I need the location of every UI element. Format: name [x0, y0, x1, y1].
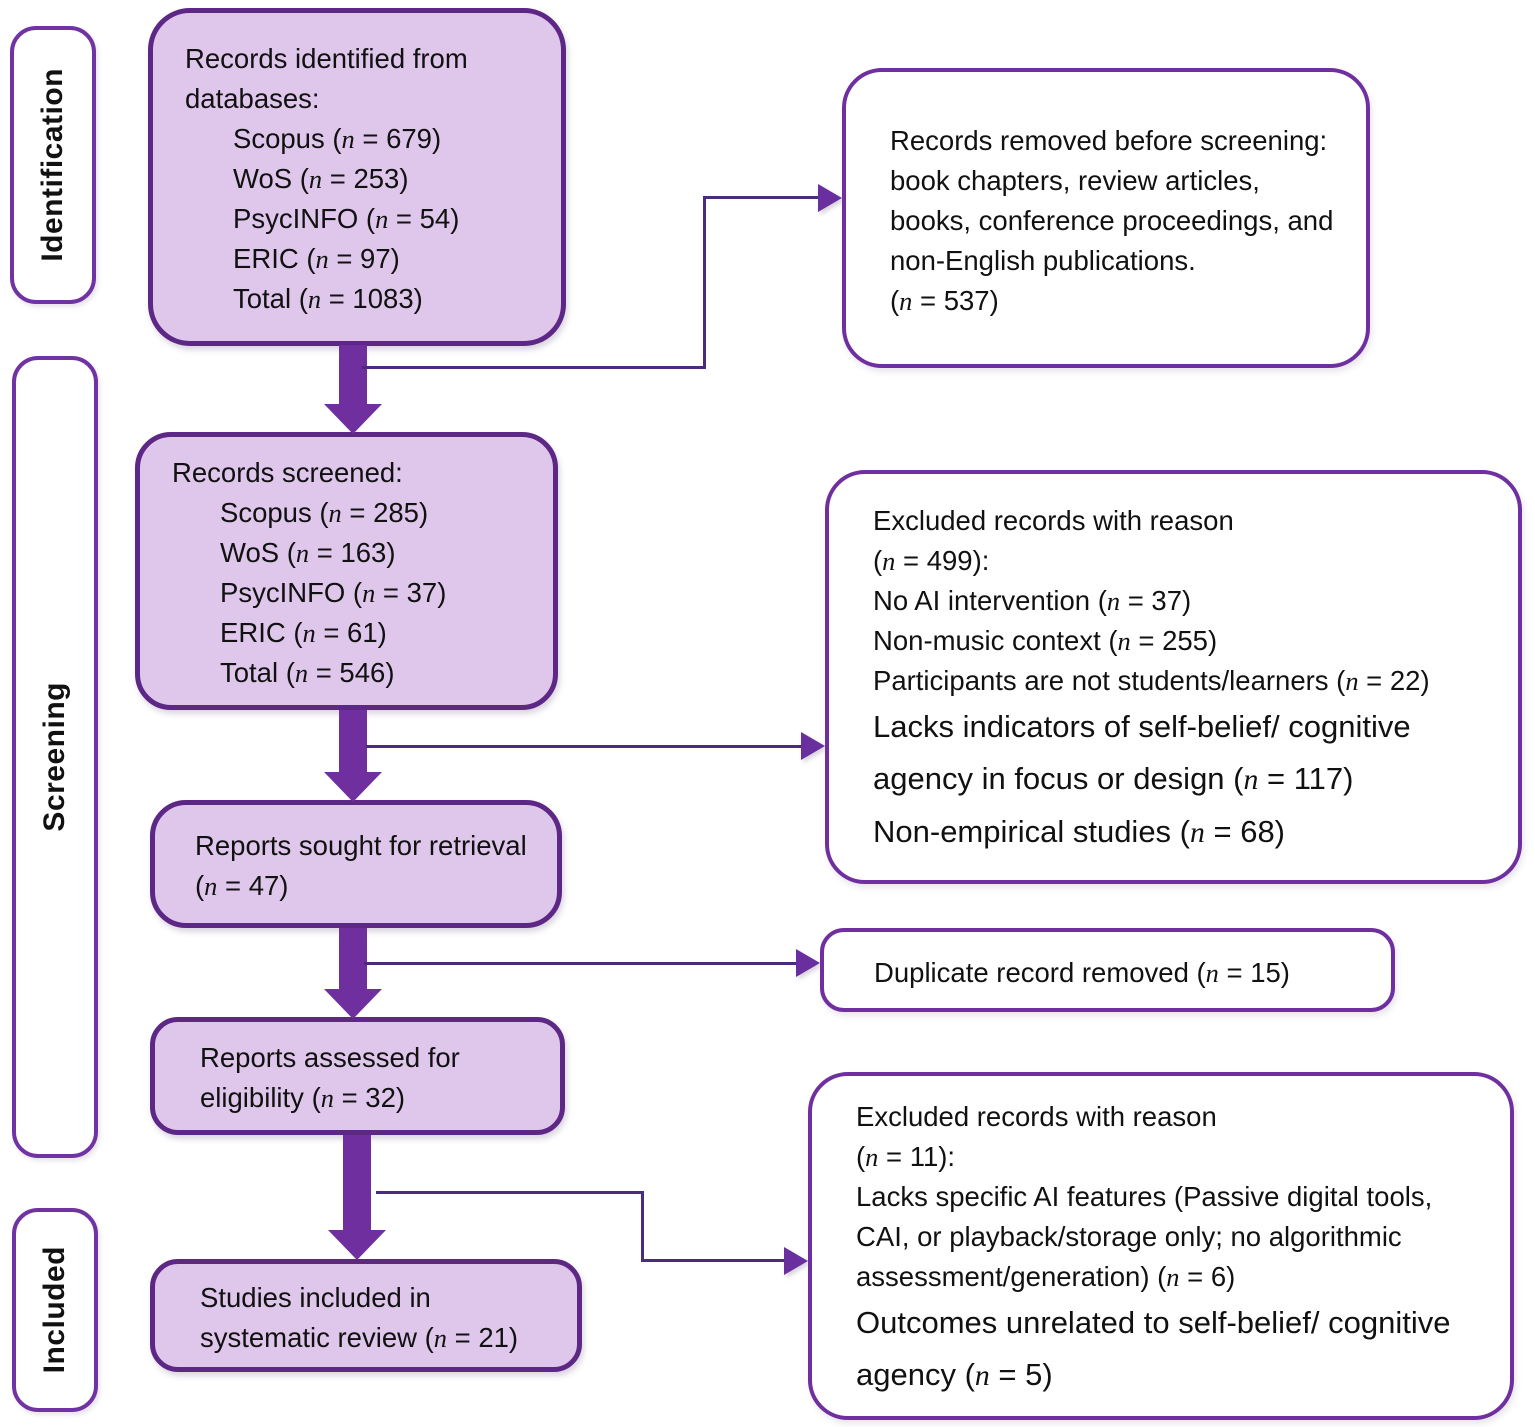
connector-excluded-screening-arrowhead [801, 732, 825, 760]
text-line: PsycINFO (n = 37) [220, 577, 447, 608]
box-records-identified: Records identified from databases: Scopus… [148, 8, 566, 346]
text-line: Studies included in systematic review (n… [200, 1281, 519, 1353]
box-reports-sought: Reports sought for retrieval (n = 47) [150, 800, 562, 928]
connector-excluded-eligibility-arrowhead [784, 1247, 808, 1275]
stage-label-included-text: Included [38, 1246, 71, 1374]
box-excluded-eligibility: Excluded records with reason (n = 11): Lac… [808, 1072, 1514, 1420]
box-excluded-screening: Excluded records with reason (n = 499): No… [825, 470, 1522, 884]
arrow-sought-to-assessed [324, 928, 382, 1019]
box-records-removed: Records removed before screening: book ch… [842, 68, 1370, 368]
connector-excluded-screening-line [366, 745, 804, 748]
arrow-assessed-to-included [328, 1135, 386, 1260]
connector-excluded-eligibility-segment-top [376, 1191, 644, 1194]
text-line: ERIC (n = 97) [233, 243, 400, 274]
text-line: Non-music context (n = 255) [873, 625, 1218, 656]
connector-removed-segment-bottom [362, 366, 706, 369]
stage-label-included: Included [12, 1208, 98, 1412]
connector-removed-segment-vertical [703, 196, 706, 369]
text-line: Outcomes unrelated to self-belief/ cogni… [856, 1304, 1451, 1392]
text-line: Lacks indicators of self-belief/ cogniti… [873, 709, 1411, 796]
text-line: PsycINFO (n = 54) [233, 203, 460, 234]
text-line: Reports sought for retrieval (n = 47) [195, 830, 527, 901]
arrow-shaft [339, 928, 367, 991]
text-line: (n = 499): [873, 545, 990, 576]
connector-duplicate-arrowhead [796, 949, 820, 977]
text-line: (n = 11): [856, 1140, 956, 1172]
text-line: WoS (n = 253) [233, 163, 409, 194]
text-line: Participants are not students/learners (… [873, 665, 1430, 696]
arrow-head [324, 772, 382, 802]
arrow-identified-to-screened [324, 345, 382, 434]
text-line: Records screened: [172, 457, 403, 488]
arrow-head [328, 1230, 386, 1260]
arrow-screened-to-sought [324, 710, 382, 802]
arrow-shaft [343, 1135, 371, 1232]
stage-label-identification: Identification [10, 26, 96, 304]
arrow-shaft [339, 345, 367, 406]
arrow-head [324, 404, 382, 434]
text-line: Total (n = 1083) [233, 283, 423, 314]
text-line: WoS (n = 163) [220, 537, 396, 568]
text-line: Total (n = 546) [220, 657, 395, 688]
text-line: Duplicate record removed (n = 15) [874, 957, 1290, 988]
arrow-shaft [339, 710, 367, 774]
text-line: (n = 537) [890, 285, 999, 316]
connector-duplicate-line [364, 962, 798, 965]
text-line: ERIC (n = 61) [220, 617, 387, 648]
box-reports-assessed: Reports assessed for eligibility (n = 32… [150, 1017, 565, 1135]
connector-removed-segment-top [703, 196, 821, 199]
text-line: Reports assessed for eligibility (n = 32… [200, 1042, 460, 1113]
box-records-screened: Records screened: Scopus (n = 285) WoS (n … [135, 432, 558, 710]
text-line: Excluded records with reason [856, 1100, 1217, 1132]
text-line: Lacks specific AI features (Passive digi… [856, 1180, 1433, 1292]
stage-label-screening: Screening [12, 356, 98, 1158]
text-line: Records identified from databases: [185, 43, 468, 114]
text-line: book chapters, review articles, books, c… [890, 165, 1334, 276]
text-line: Scopus (n = 679) [233, 123, 442, 154]
connector-excluded-eligibility-segment-vertical [641, 1191, 644, 1262]
box-studies-included: Studies included in systematic review (n… [150, 1259, 582, 1372]
stage-label-screening-text: Screening [38, 682, 71, 832]
text-line: Excluded records with reason [873, 505, 1234, 536]
stage-label-identification-text: Identification [36, 68, 69, 262]
arrow-head [324, 989, 382, 1019]
text-line: No AI intervention (n = 37) [873, 585, 1192, 616]
text-line: Non-empirical studies (n = 68) [873, 814, 1286, 849]
text-line: Scopus (n = 285) [220, 497, 429, 528]
connector-removed-arrowhead [818, 184, 842, 212]
text-line: Records removed before screening: [890, 125, 1328, 156]
box-duplicate-removed: Duplicate record removed (n = 15) [820, 928, 1395, 1012]
connector-excluded-eligibility-segment-bottom [641, 1259, 786, 1262]
